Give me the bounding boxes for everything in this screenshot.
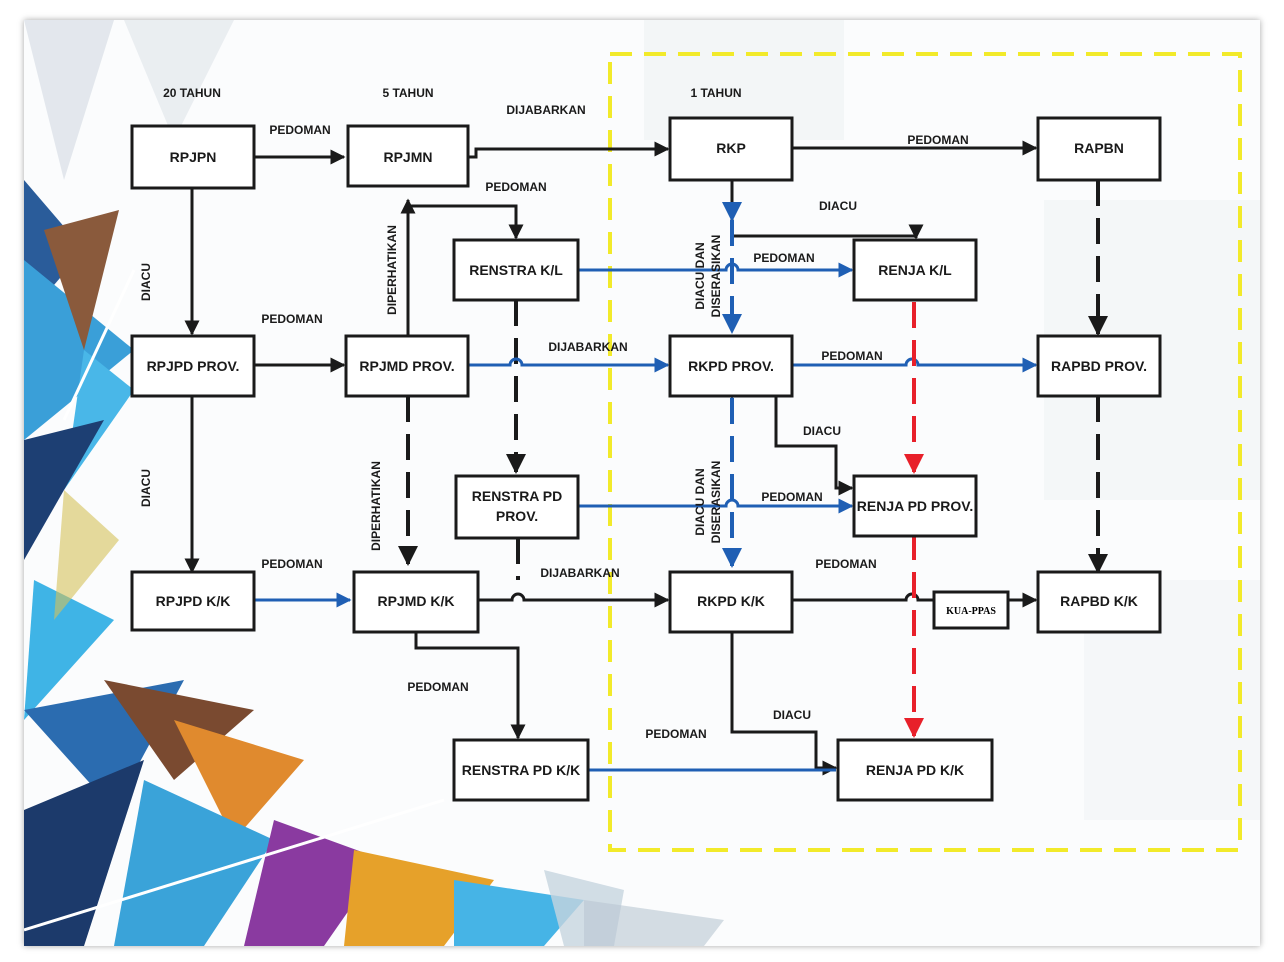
arrow-rpjmd-kk-renstra-pd-kk <box>414 632 526 740</box>
box-rpjmd-kk: RPJMD K/K <box>352 570 480 634</box>
svg-text:RKPD K/K: RKPD K/K <box>697 593 765 609</box>
label-pedoman-rpjpd-rpjmd-prov: PEDOMAN <box>261 312 322 326</box>
label-dijabarkan-prov: DIJABARKAN <box>548 340 627 354</box>
arrow-rpjmd-prov-rkpd-prov <box>468 357 670 373</box>
arrow-rpjmd-kk-rkpd-kk <box>478 592 670 608</box>
svg-text:RKPD PROV.: RKPD PROV. <box>688 358 774 374</box>
header-20-tahun: 20 TAHUN <box>163 86 221 100</box>
annual-region-border <box>608 52 1242 852</box>
box-kua-ppas: KUA-PPAS <box>932 590 1010 630</box>
svg-text:RENSTRA K/L: RENSTRA K/L <box>469 262 563 278</box>
label-pedoman-rkpd-kk: PEDOMAN <box>815 557 876 571</box>
label-diacu-left-top: DIACU <box>139 263 153 301</box>
label-pedoman-rpjmn-renstra: PEDOMAN <box>485 180 546 194</box>
box-rpjpn: RPJPN <box>130 124 256 190</box>
box-renja-pd-kk: RENJA PD K/K <box>836 738 994 802</box>
label-pedoman-rpjpn-rpjmn: PEDOMAN <box>269 123 330 137</box>
label-diacu-dan-top: DIACU DAN <box>693 242 707 309</box>
box-renstra-pd-kk: RENSTRA PD K/K <box>452 738 590 802</box>
svg-text:RPJMD K/K: RPJMD K/K <box>377 593 454 609</box>
label-diacu-left-bottom: DIACU <box>139 469 153 507</box>
svg-text:RPJPD PROV.: RPJPD PROV. <box>147 358 240 374</box>
label-dijabarkan-kk: DIJABARKAN <box>540 566 619 580</box>
box-renja-pd-prov: RENJA PD PROV. <box>852 474 978 538</box>
box-renstra-pd-prov: RENSTRA PD PROV. <box>454 474 580 540</box>
label-diacu-rkpd-prov: DIACU <box>803 424 841 438</box>
header-1-tahun: 1 TAHUN <box>690 86 741 100</box>
svg-text:RAPBN: RAPBN <box>1074 140 1124 156</box>
svg-text:KUA-PPAS: KUA-PPAS <box>946 606 996 617</box>
box-renja-kl: RENJA K/L <box>852 238 978 302</box>
label-pedoman-rpjmd-renstra-kk: PEDOMAN <box>407 680 468 694</box>
svg-text:RENJA PD PROV.: RENJA PD PROV. <box>857 498 973 514</box>
label-diacu-rkp-renja: DIACU <box>819 199 857 213</box>
label-pedoman-rkpd-rapbd-prov: PEDOMAN <box>821 349 882 363</box>
svg-text:RENJA K/L: RENJA K/L <box>878 262 952 278</box>
label-diperhatikan-bottom: DIPERHATIKAN <box>369 461 383 551</box>
box-rapbd-prov: RAPBD PROV. <box>1036 334 1162 398</box>
svg-text:PROV.: PROV. <box>496 508 538 524</box>
box-rapbd-kk: RAPBD K/K <box>1036 570 1162 634</box>
decorative-background <box>24 20 1260 946</box>
label-diacu-dan-bottom: DIACU DAN <box>693 468 707 535</box>
label-pedoman-renstra-renja: PEDOMAN <box>753 251 814 265</box>
arrow-rpjmn-renstra-kl <box>408 204 524 240</box>
box-rkp: RKP <box>668 116 794 182</box>
label-pedoman-renstra-renja-kk: PEDOMAN <box>645 727 706 741</box>
svg-text:RKP: RKP <box>716 140 746 156</box>
svg-text:RPJMN: RPJMN <box>383 149 432 165</box>
svg-text:RPJPD K/K: RPJPD K/K <box>156 593 231 609</box>
box-rkpd-prov: RKPD PROV. <box>668 334 794 398</box>
header-5-tahun: 5 TAHUN <box>382 86 433 100</box>
box-renstra-kl: RENSTRA K/L <box>452 238 580 302</box>
label-diacu-rkpd-kk: DIACU <box>773 708 811 722</box>
box-rpjpd-kk: RPJPD K/K <box>130 570 256 632</box>
svg-text:RAPBD PROV.: RAPBD PROV. <box>1051 358 1147 374</box>
svg-text:RAPBD K/K: RAPBD K/K <box>1060 593 1138 609</box>
svg-text:RENSTRA PD K/K: RENSTRA PD K/K <box>462 762 581 778</box>
planning-flow-diagram: 20 TAHUN 5 TAHUN 1 TAHUN <box>130 52 1242 852</box>
box-rpjpd-prov: RPJPD PROV. <box>130 334 256 398</box>
label-diperhatikan-top: DIPERHATIKAN <box>385 225 399 315</box>
label-pedoman-rpjpd-rpjmd-kk: PEDOMAN <box>261 557 322 571</box>
box-rapbn: RAPBN <box>1036 116 1162 182</box>
label-diserasikan-bottom: DISERASIKAN <box>709 461 723 544</box>
svg-text:RPJMD PROV.: RPJMD PROV. <box>359 358 454 374</box>
arrow-rpjmn-rkp <box>468 141 670 159</box>
svg-text:RENSTRA PD: RENSTRA PD <box>472 488 563 504</box>
slide-frame: 20 TAHUN 5 TAHUN 1 TAHUN <box>24 20 1260 946</box>
label-diserasikan-top: DISERASIKAN <box>709 235 723 318</box>
label-pedoman-renstra-renja-prov: PEDOMAN <box>761 490 822 504</box>
svg-text:RENJA PD K/K: RENJA PD K/K <box>866 762 964 778</box>
box-rpjmn: RPJMN <box>346 124 470 188</box>
label-pedoman-rkp-rapbn: PEDOMAN <box>907 133 968 147</box>
box-rkpd-kk: RKPD K/K <box>668 570 794 634</box>
label-dijabarkan-rpjmn-rkp: DIJABARKAN <box>506 103 585 117</box>
svg-text:RPJPN: RPJPN <box>170 149 217 165</box>
arrow-rkpd-kk-renja-pd-kk <box>730 632 838 776</box>
arrow-rkpd-prov-renja-pd-prov <box>774 396 854 496</box>
box-rpjmd-prov: RPJMD PROV. <box>344 334 470 398</box>
